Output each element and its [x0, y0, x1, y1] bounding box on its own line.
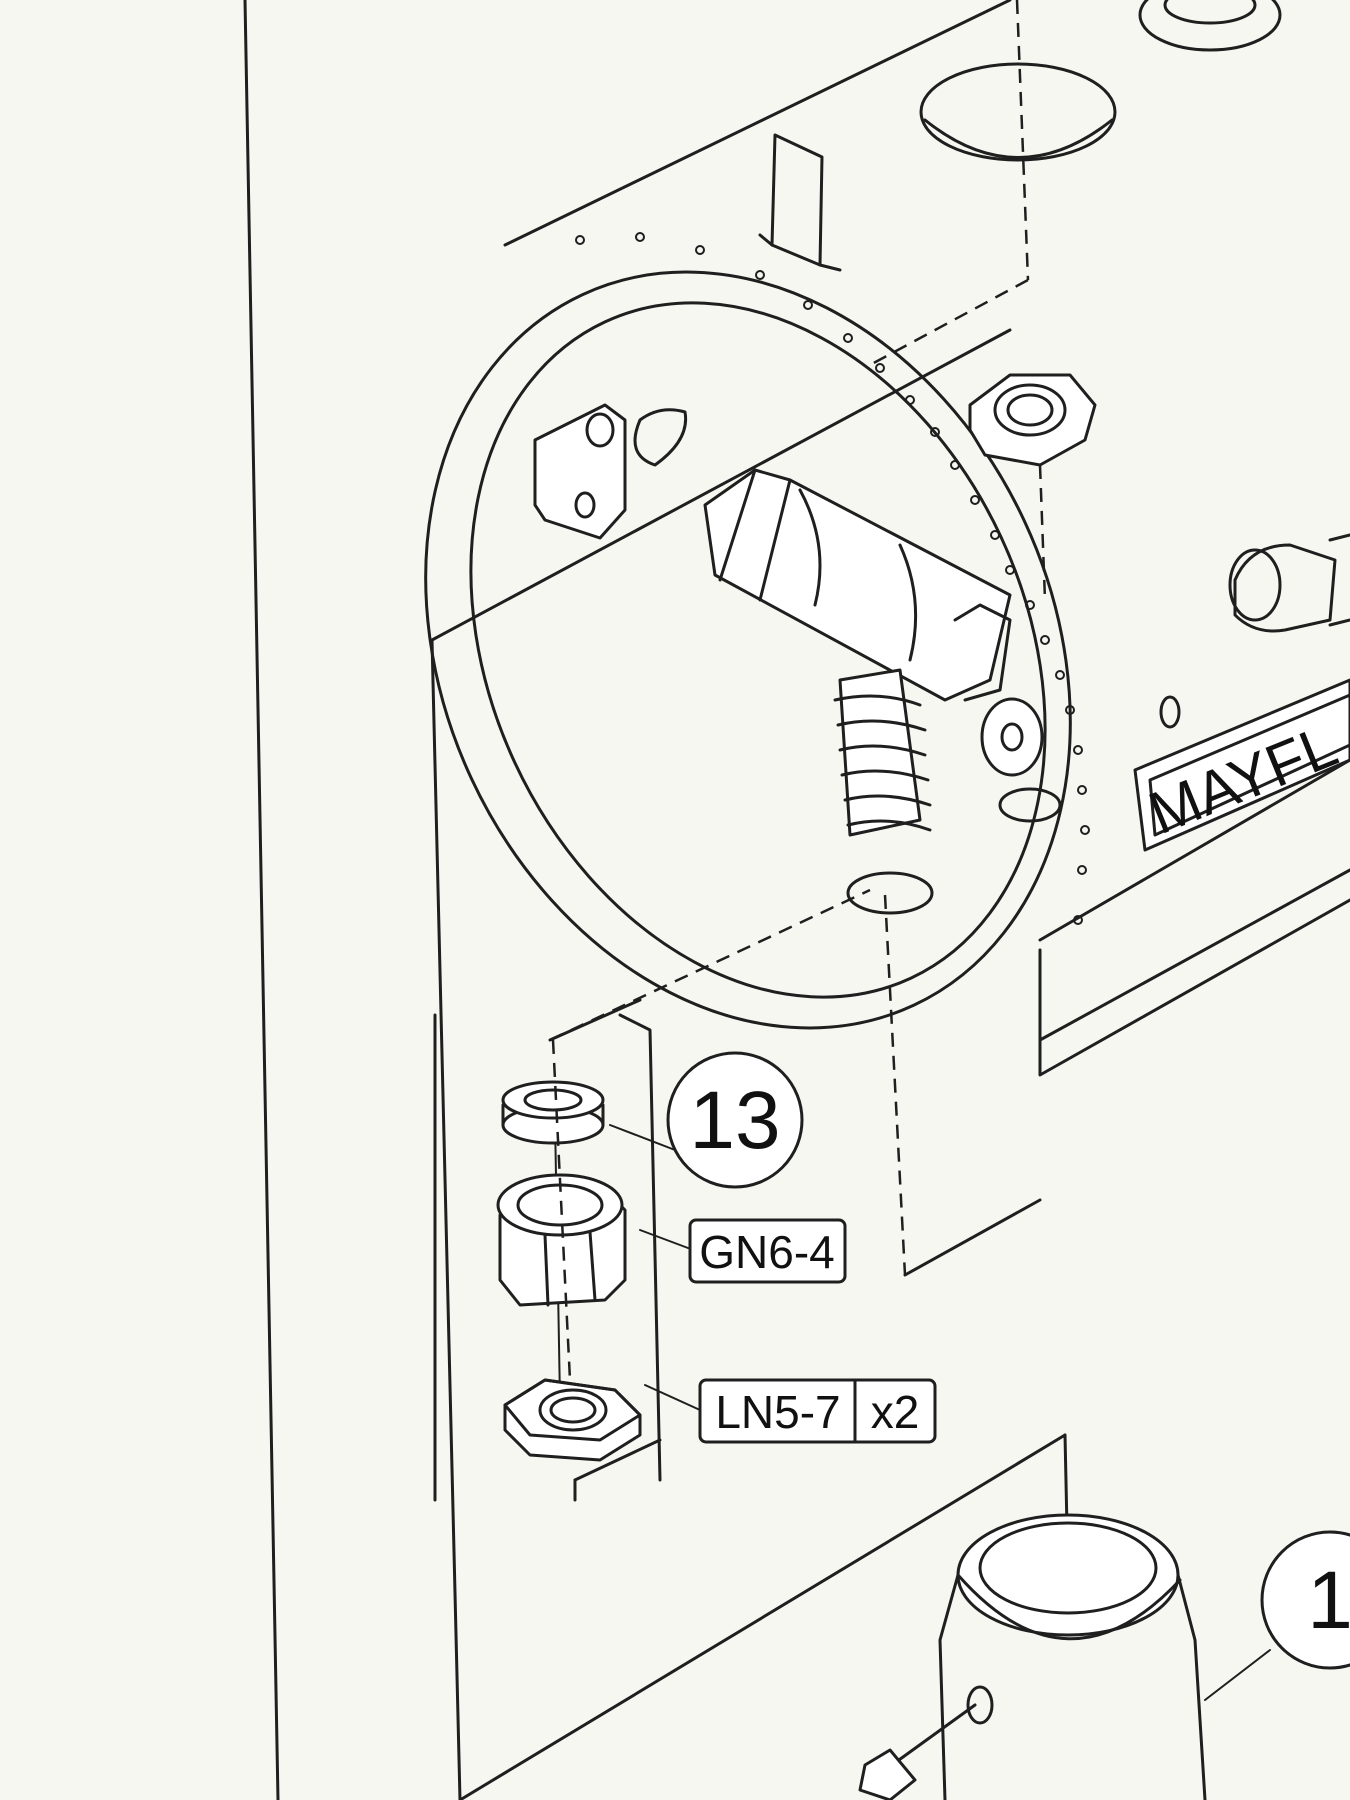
callout-13: 13: [666, 1051, 804, 1189]
upper-housing: [430, 0, 1350, 1077]
hex-nut-ln5-7: [503, 1378, 642, 1462]
hex-nut-top: [968, 373, 1097, 601]
washer-13: [501, 1080, 605, 1145]
leader-ln5-7: [644, 1384, 701, 1411]
lower-cylinder: [858, 1513, 1207, 1800]
hinge-bracket: [533, 403, 688, 540]
compression-nut-gn6-4: [496, 1173, 627, 1307]
label-ln5-7: LN5-7 x2: [698, 1378, 937, 1444]
plate-hole-2: [998, 787, 1062, 823]
nameplate: MAYFL: [1133, 678, 1350, 852]
label-ln5-7-code: LN5-7: [715, 1386, 840, 1438]
plate-hole: [846, 871, 934, 915]
tee-fitting: [703, 468, 1044, 777]
leader-gn6-4: [639, 1229, 689, 1249]
flange-bolt-holes: [575, 232, 1090, 925]
label-gn6-4-code: GN6-4: [699, 1226, 834, 1278]
label-gn6-4: GN6-4: [688, 1218, 847, 1284]
leader-13: [609, 1124, 676, 1151]
threaded-stem: [833, 668, 932, 837]
assembly-axis: [551, 1039, 572, 1381]
mounting-tab: [758, 133, 842, 272]
leader-1: [1204, 1649, 1271, 1701]
gasket-ring: [424, 270, 1072, 1030]
top-round-port: [919, 0, 1282, 162]
label-ln5-7-qty: x2: [871, 1386, 920, 1438]
page-border-line: [243, 0, 280, 1800]
callout-13-text: 13: [689, 1075, 780, 1166]
frame-left-edge: [430, 638, 462, 1800]
callout-1-text: 1: [1307, 1555, 1350, 1646]
elbow-fitting: [1159, 533, 1350, 729]
callout-1: 1: [1260, 1530, 1350, 1670]
lower-frame: [433, 888, 1070, 1800]
